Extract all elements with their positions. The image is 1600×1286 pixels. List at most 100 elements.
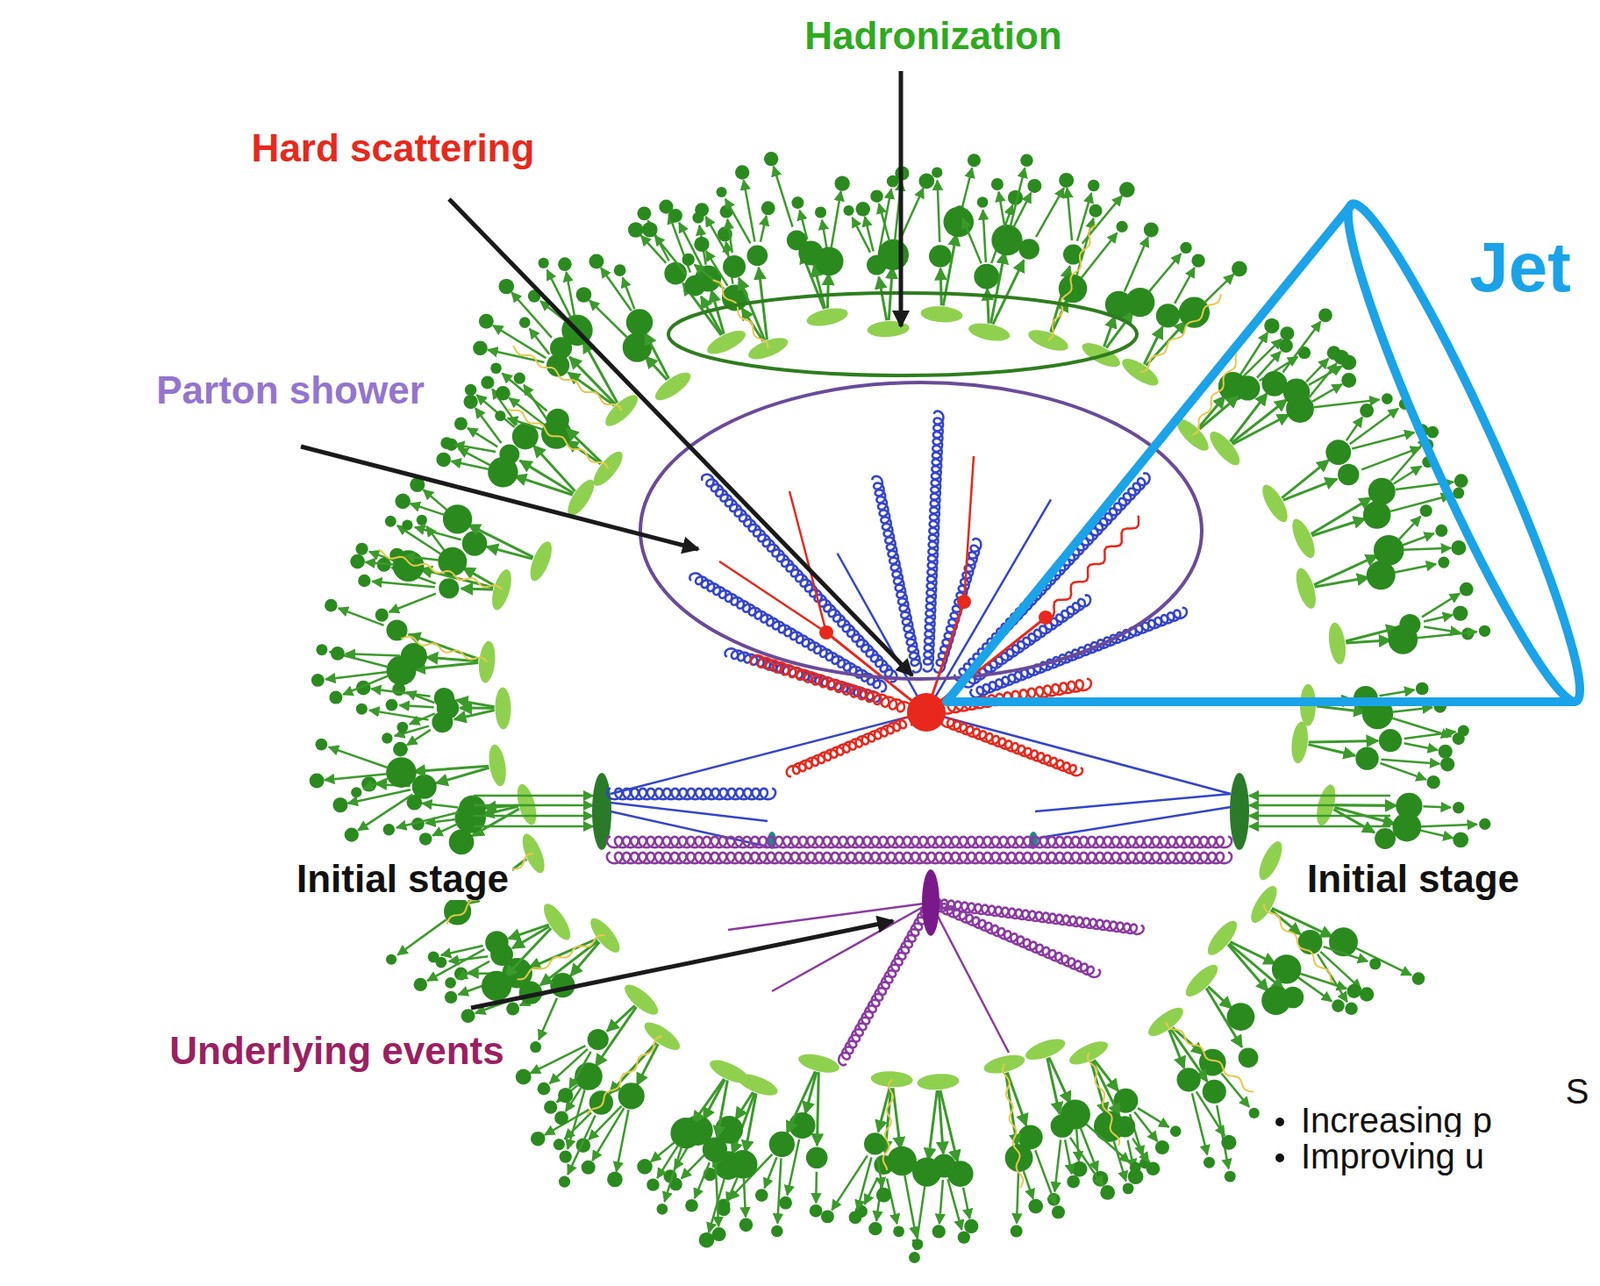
particle-track [948, 1178, 963, 1229]
decay-product [1478, 625, 1491, 637]
particle-track [399, 705, 434, 708]
string-fragment [538, 900, 575, 944]
decay-product [419, 832, 433, 846]
particle-track [409, 713, 436, 724]
particle-track [1232, 414, 1290, 445]
decay-product [932, 1224, 946, 1238]
particle-track [441, 945, 484, 956]
decay-product [1452, 487, 1465, 500]
string-fragment [1287, 515, 1320, 561]
particle-track [457, 961, 490, 979]
decay-product [1058, 172, 1074, 188]
beam-track [473, 804, 593, 808]
particle-track [816, 1071, 819, 1146]
decay-product [1347, 984, 1362, 999]
decay-product [350, 554, 365, 570]
hadron [1285, 394, 1315, 423]
leader-arrow [449, 199, 913, 676]
hadron [928, 244, 952, 268]
particle-track [1035, 793, 1231, 812]
decay-product [755, 1188, 769, 1202]
particle-track [1361, 447, 1421, 470]
hadron [412, 774, 437, 800]
decay-product [1478, 818, 1491, 830]
decay-product [1359, 986, 1374, 1001]
hadron [1368, 478, 1396, 506]
particle-track [592, 1107, 624, 1161]
decay-product [1452, 801, 1465, 814]
particle-track [1066, 187, 1072, 241]
hadron [1328, 927, 1358, 957]
hadron [1018, 238, 1039, 259]
particle-track [520, 460, 574, 493]
particle-track [397, 919, 446, 955]
particle-track [533, 445, 575, 492]
decay-product [394, 493, 411, 510]
beam-track [1249, 804, 1391, 808]
decay-product [646, 1178, 659, 1191]
hadron [589, 1090, 614, 1115]
particle-track [427, 949, 485, 981]
hadron [1156, 303, 1180, 328]
particle-track [567, 1115, 595, 1175]
photon-line [1048, 224, 1097, 341]
annotation-label: Increasing p [1297, 1100, 1496, 1140]
particle-track [706, 216, 729, 255]
hadron [1374, 828, 1396, 850]
particle-track [396, 812, 459, 828]
particle-track [773, 166, 793, 228]
decay-product [957, 1230, 971, 1243]
decay-product [892, 1225, 905, 1237]
particle-track [735, 1092, 754, 1120]
decay-product [685, 1199, 699, 1213]
particle-track [831, 1155, 868, 1210]
decay-product [576, 286, 593, 303]
particle-track [777, 1157, 781, 1223]
hadron [664, 262, 687, 286]
particle-track [1314, 577, 1370, 587]
decay-product [977, 196, 989, 208]
string-fragment [526, 538, 557, 584]
decay-product [328, 691, 343, 705]
decay-product [778, 1196, 793, 1210]
beam-track [473, 794, 593, 798]
decay-product [558, 1176, 571, 1188]
decay-product [529, 1041, 542, 1053]
hadron [1050, 1114, 1075, 1138]
particle-track [508, 924, 550, 939]
particle-track [1308, 740, 1379, 743]
particle-track [528, 938, 598, 968]
leader-arrow [300, 446, 699, 550]
particle-track [743, 1178, 746, 1217]
particle-track [1076, 1128, 1079, 1161]
parton-vertex [1038, 610, 1053, 625]
decay-product [506, 1001, 520, 1015]
annotation-label: Parton shower [152, 369, 429, 412]
hadron [1392, 813, 1422, 843]
particle-track [1307, 744, 1355, 757]
decay-product [396, 721, 408, 734]
decay-product [356, 703, 368, 715]
gluon-coil [941, 716, 1083, 776]
particle-track [964, 456, 974, 602]
decay-product [311, 673, 325, 687]
decay-product [1359, 403, 1374, 418]
particle-track [786, 1071, 815, 1133]
particle-track [1054, 1139, 1061, 1192]
string-fragment [866, 320, 910, 339]
decay-product [931, 167, 943, 179]
particle-track [940, 268, 942, 306]
hadron [385, 757, 417, 788]
decay-product [314, 738, 328, 751]
particle-track [421, 803, 458, 808]
particle-track [423, 489, 448, 510]
decay-product [1088, 204, 1102, 218]
decay-product [557, 1087, 573, 1103]
decay-product [444, 977, 457, 989]
particle-track [715, 1164, 719, 1228]
particle-track [878, 203, 890, 242]
particle-track [1192, 1092, 1208, 1155]
hadron [1337, 464, 1359, 486]
particle-track [371, 581, 436, 587]
decay-product [581, 1160, 596, 1175]
